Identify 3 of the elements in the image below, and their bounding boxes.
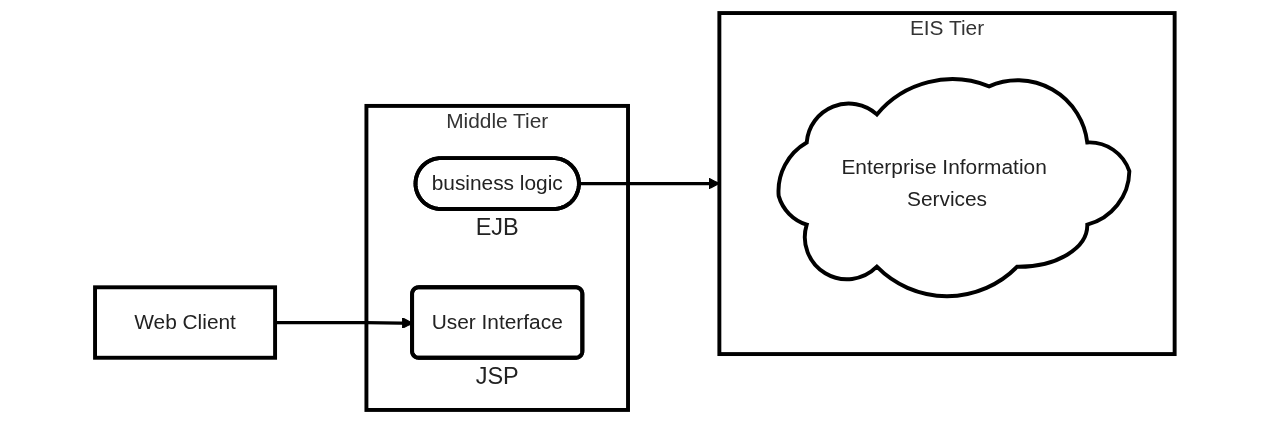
- node-label: JSP: [475, 362, 519, 389]
- node-label: EJB: [475, 214, 519, 241]
- node-box: Web Client: [92, 285, 277, 360]
